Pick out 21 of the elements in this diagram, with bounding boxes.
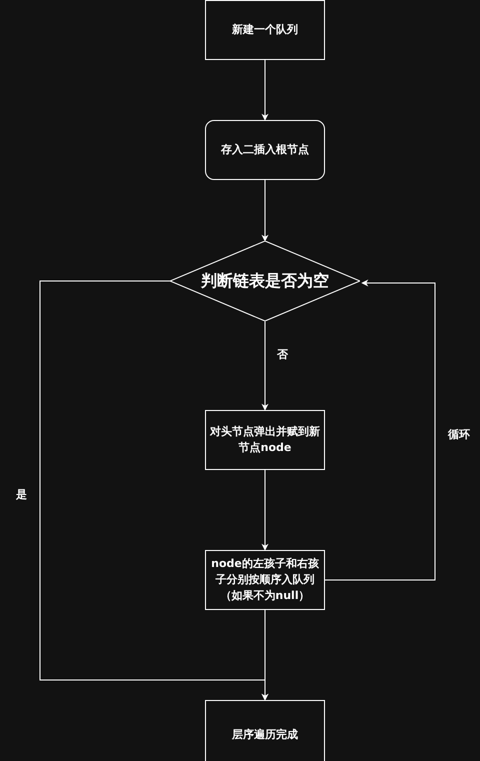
node-text: 判断链表是否为空 [200, 273, 330, 289]
decision-diamond [170, 241, 360, 321]
arrow [262, 610, 268, 701]
start-box [205, 120, 325, 180]
arrow [262, 60, 268, 121]
node-text: 新建一个队列 [231, 22, 299, 38]
edge-label: 循环 [446, 426, 472, 443]
node-text: 存入二插入根节点 [220, 142, 310, 158]
arrow [262, 180, 268, 242]
process-box [205, 550, 325, 610]
edge-label: 是 [14, 486, 29, 503]
arrow [324, 280, 436, 580]
node-text: node的左孩子和右孩子分别按顺序入队列（如果不为null） [210, 556, 320, 604]
arrow [262, 320, 268, 411]
arrow [262, 470, 268, 551]
process-box [205, 410, 325, 470]
process-box [205, 700, 325, 761]
edge-label: 否 [275, 346, 290, 363]
process-box [205, 0, 325, 60]
node-text: 层序遍历完成 [231, 727, 299, 743]
node-text: 对头节点弹出并赋到新节点node [208, 424, 321, 456]
